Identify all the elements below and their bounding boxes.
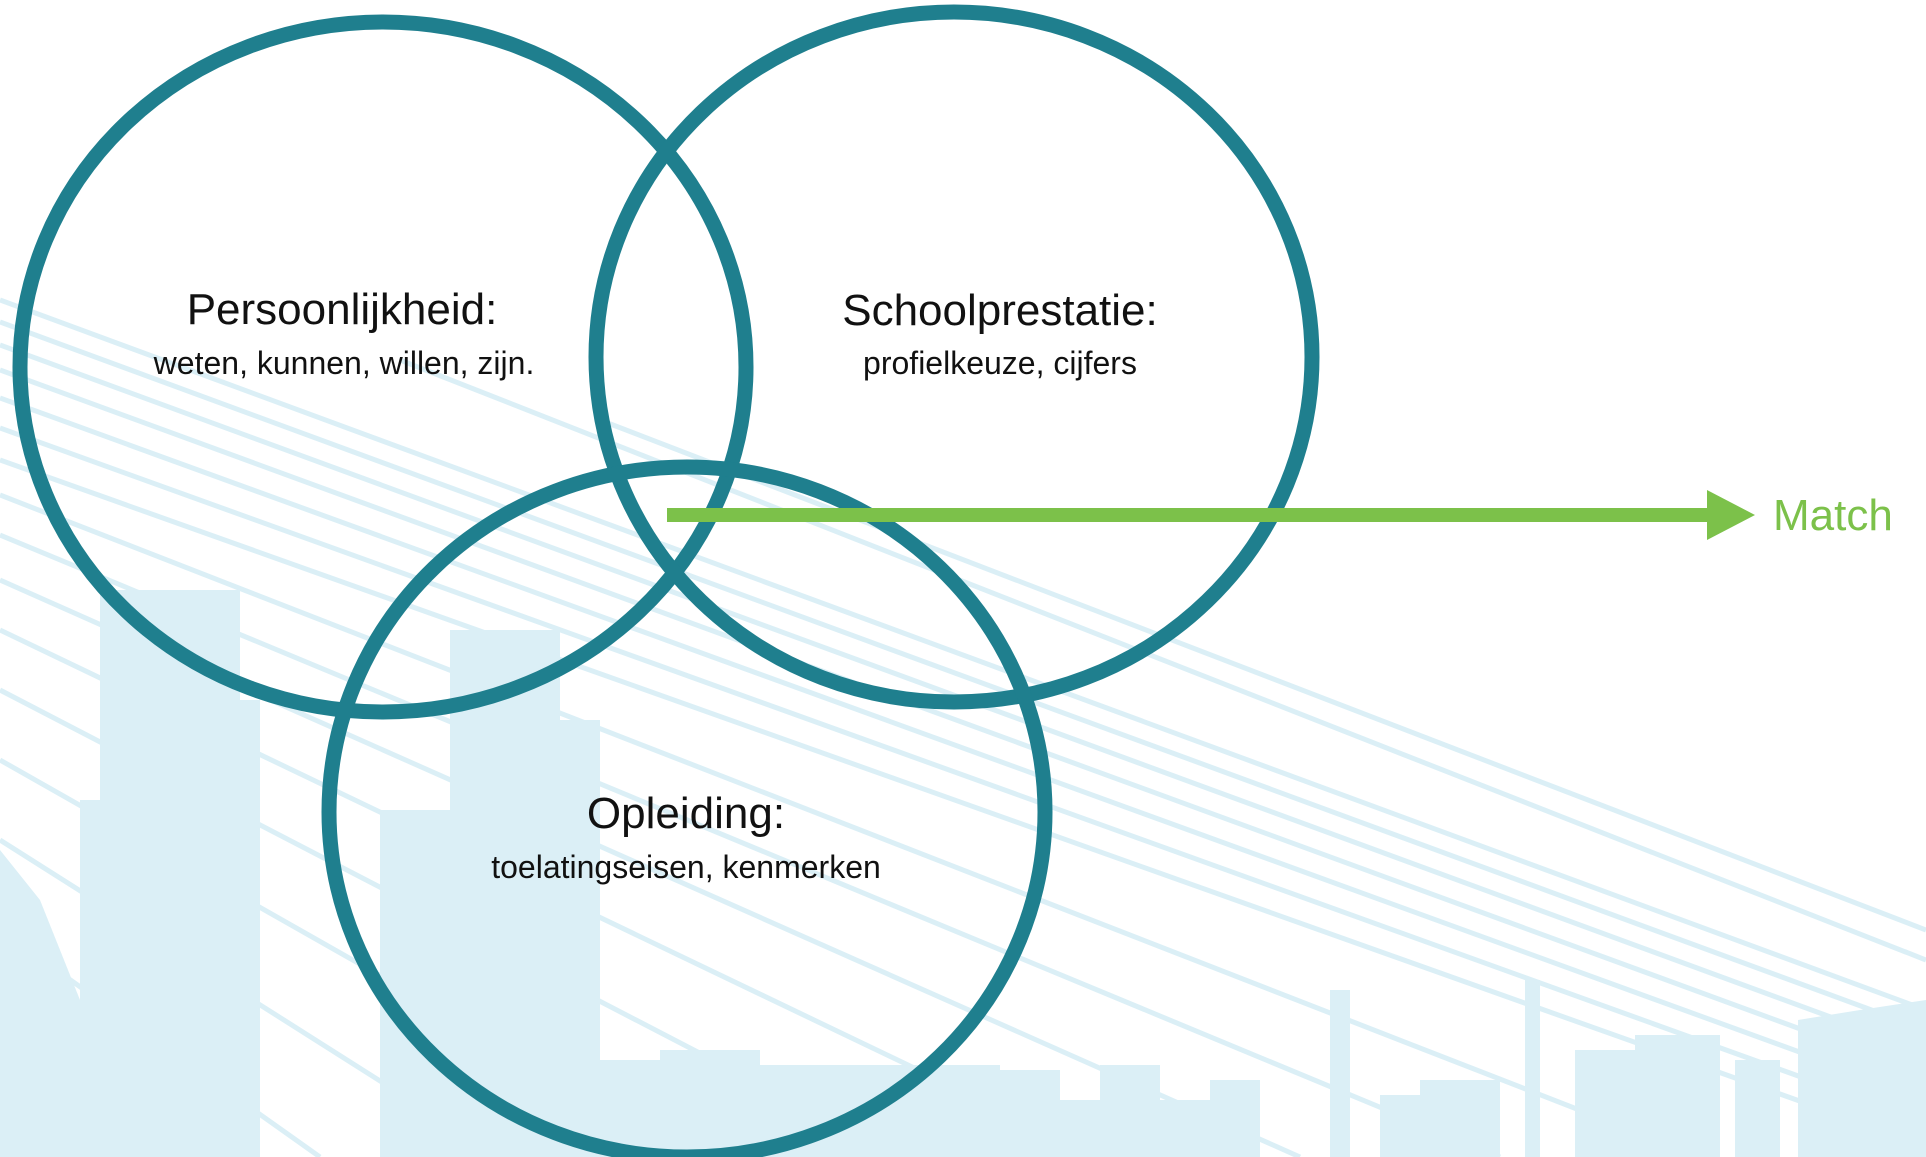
persoonlijkheid-title: Persoonlijkheid: bbox=[187, 285, 498, 334]
opleiding-title: Opleiding: bbox=[587, 789, 785, 838]
schoolprestatie-title: Schoolprestatie: bbox=[842, 286, 1158, 335]
opleiding-subtitle: toelatingseisen, kenmerken bbox=[491, 849, 881, 885]
circle-labels: Persoonlijkheid: weten, kunnen, willen, … bbox=[153, 285, 1158, 885]
match-label: Match bbox=[1773, 491, 1893, 540]
persoonlijkheid-subtitle: weten, kunnen, willen, zijn. bbox=[153, 345, 535, 381]
match-arrow: Match bbox=[667, 490, 1893, 540]
circle-opleiding bbox=[321, 459, 1053, 1157]
circle-schoolprestatie bbox=[588, 4, 1320, 710]
venn-circles bbox=[12, 4, 1320, 1157]
arrow-shaft bbox=[667, 508, 1712, 522]
circle-persoonlijkheid bbox=[12, 14, 754, 720]
city-skyline bbox=[0, 590, 1926, 1157]
background-skyline-illustration bbox=[0, 297, 1926, 1157]
arrow-head-icon bbox=[1707, 490, 1755, 540]
schoolprestatie-subtitle: profielkeuze, cijfers bbox=[863, 345, 1137, 381]
